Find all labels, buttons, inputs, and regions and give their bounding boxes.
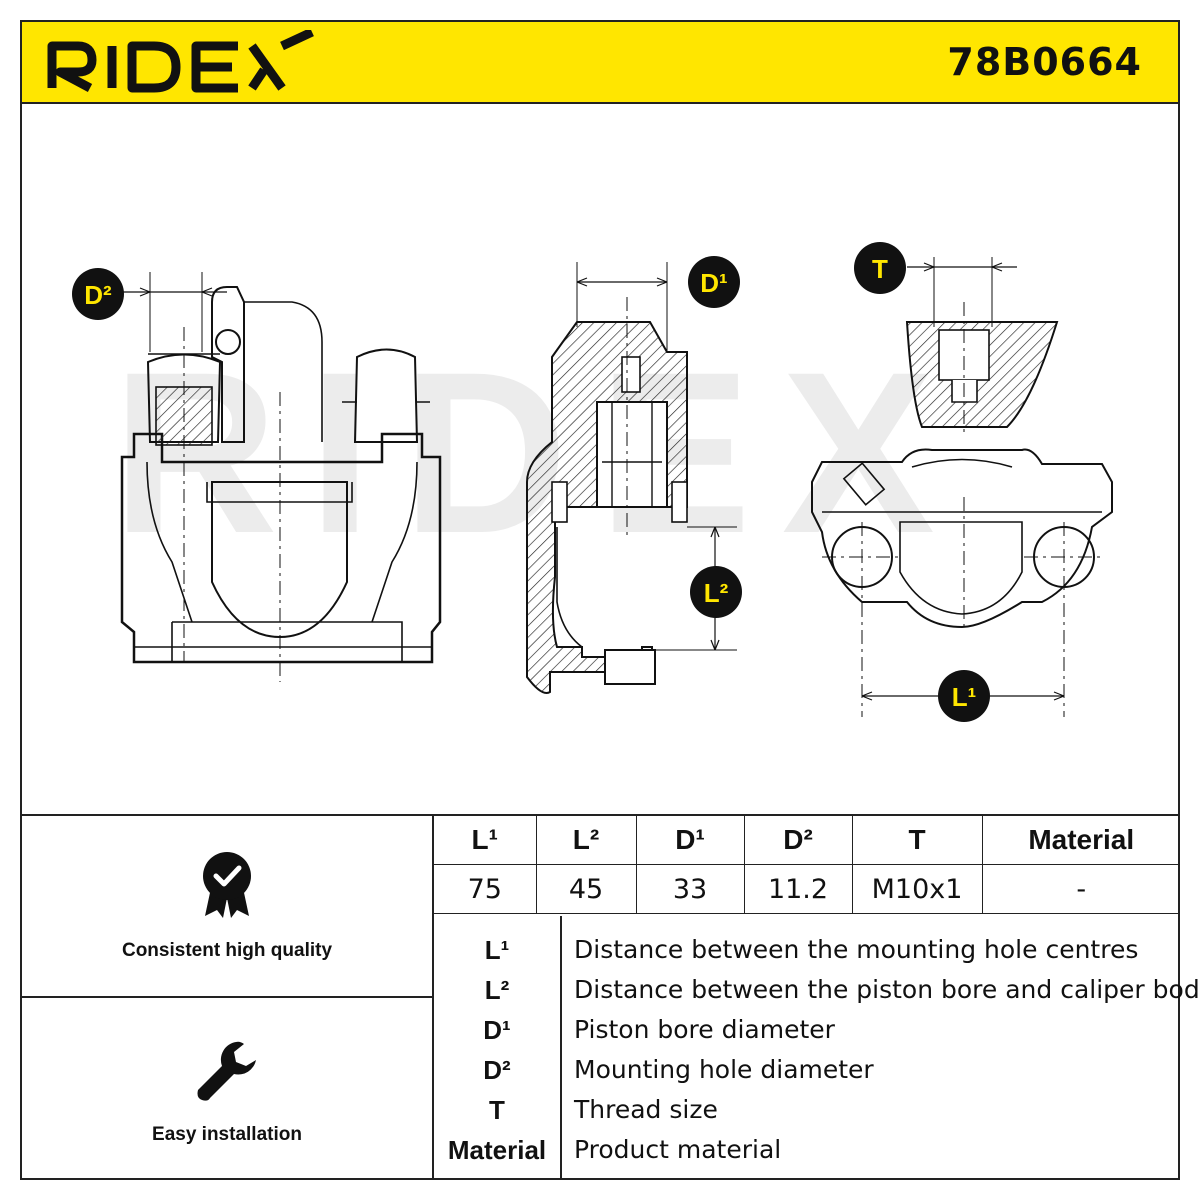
dimension-legend: L¹ Distance between the mounting hole ce…: [434, 916, 1200, 1180]
dimensions-value-row: 75 45 33 11.2 M10x1 -: [434, 864, 1180, 914]
caliper-section-view: [526, 262, 737, 694]
specs-panel: L¹ L² D¹ D² T Material 75 45 33 11.2 M10…: [434, 816, 1200, 1180]
dimensions-header-row: L¹ L² D¹ D² T Material: [434, 816, 1180, 865]
legend-row: T Thread size: [434, 1090, 1178, 1130]
legend-text: Thread size: [574, 1095, 718, 1124]
d2-callout-badge: [72, 268, 124, 320]
legend-text: Product material: [574, 1135, 782, 1164]
feature-label: Consistent high quality: [121, 940, 333, 961]
l2-callout: L²: [704, 578, 729, 608]
legend-text: Mounting hole diameter: [574, 1055, 874, 1084]
wrench-icon: [197, 1041, 256, 1101]
d1-callout-badge: [688, 256, 740, 308]
legend-key: T: [489, 1095, 505, 1125]
brand-logo: [42, 27, 322, 99]
caliper-drawing: RIDEX: [72, 242, 1113, 722]
t-callout: T: [872, 254, 888, 284]
quality-badge-icon: [203, 852, 251, 918]
feature-label: Easy installation: [152, 1124, 302, 1145]
ridex-logo-icon: [47, 27, 314, 93]
legend-row: L¹ Distance between the mounting hole ce…: [434, 930, 1178, 970]
value-l2: 45: [535, 864, 637, 914]
legend-divider: [560, 916, 562, 1180]
header-l2: L²: [535, 816, 637, 865]
legend-text: Distance between the piston bore and cal…: [574, 975, 1200, 1004]
l1-callout: L¹: [952, 682, 977, 712]
legend-key: D¹: [483, 1015, 511, 1045]
header-bar: 78B0664: [22, 22, 1178, 104]
watermark-text: RIDEX: [112, 324, 965, 581]
l1-callout-badge: [938, 670, 990, 722]
value-t: M10x1: [851, 864, 983, 914]
header-t: T: [851, 816, 983, 865]
header-d1: D¹: [635, 816, 745, 865]
legend-row: Material Product material: [434, 1130, 1178, 1170]
caliper-front-view: [120, 272, 442, 682]
legend-key: L¹: [484, 935, 510, 965]
d1-callout: D¹: [700, 268, 727, 298]
caliper-top-view: [811, 257, 1113, 717]
header-material: Material: [981, 816, 1180, 865]
legend-text: Piston bore diameter: [574, 1015, 835, 1044]
legend-text: Distance between the mounting hole centr…: [574, 935, 1139, 964]
feature-installation: Easy installation: [22, 1000, 432, 1180]
d2-callout: D²: [84, 280, 112, 310]
feature-panel: Consistent high quality Easy installatio…: [22, 816, 434, 1180]
value-d2: 11.2: [743, 864, 853, 914]
legend-key: L²: [484, 975, 510, 1005]
header-d2: D²: [743, 816, 853, 865]
legend-key: D²: [483, 1055, 511, 1085]
product-sheet: 78B0664 RIDEX: [20, 20, 1200, 1180]
l2-callout-badge: [690, 566, 742, 618]
legend-key: Material: [447, 1135, 547, 1165]
value-material: -: [981, 864, 1180, 914]
feature-quality: Consistent high quality: [22, 816, 432, 998]
legend-row: L² Distance between the piston bore and …: [434, 970, 1200, 1010]
legend-row: D² Mounting hole diameter: [434, 1050, 1178, 1090]
legend-row: D¹ Piston bore diameter: [434, 1010, 1178, 1050]
value-d1: 33: [635, 864, 745, 914]
info-section: Consistent high quality Easy installatio…: [22, 814, 1200, 1180]
dimensions-table: L¹ L² D¹ D² T Material 75 45 33 11.2 M10…: [434, 816, 1180, 914]
technical-drawing: RIDEX: [22, 102, 1178, 814]
part-number: 78B0664: [947, 40, 1142, 84]
header-l1: L¹: [434, 816, 537, 865]
value-l1: 75: [434, 864, 537, 914]
t-callout-badge: [854, 242, 906, 294]
